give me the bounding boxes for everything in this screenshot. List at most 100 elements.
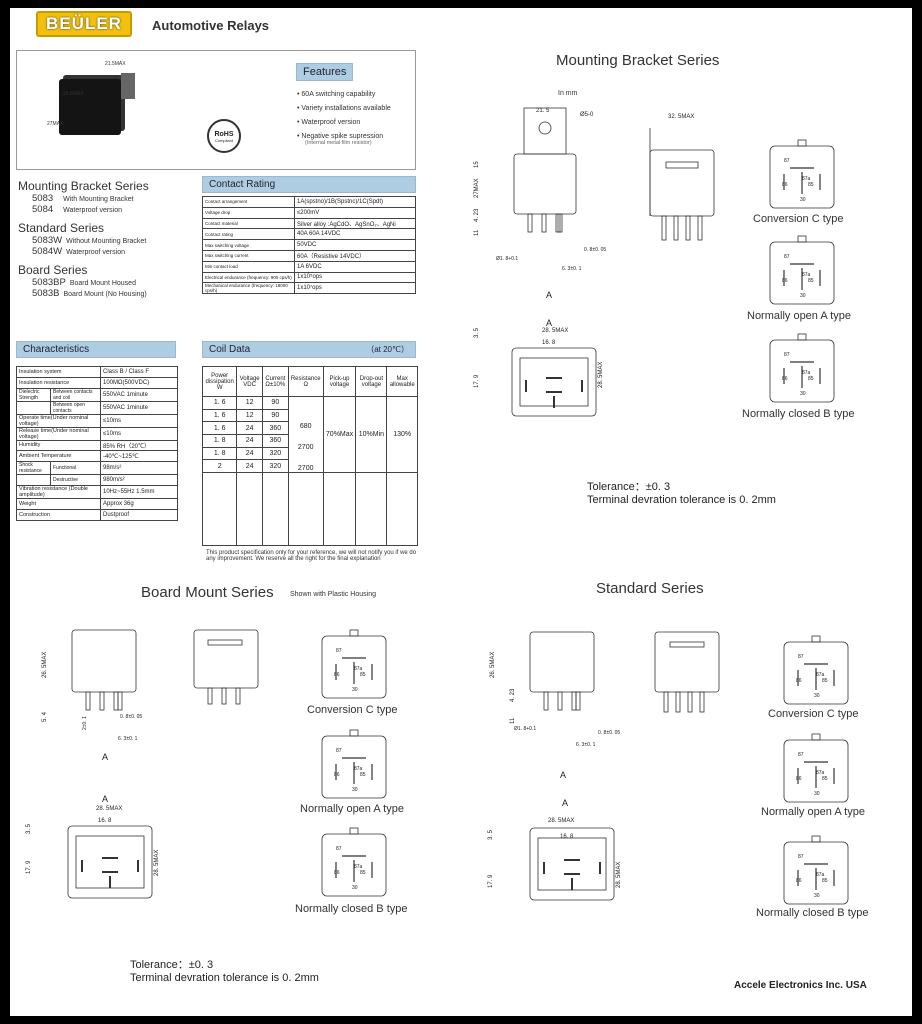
dimension-label: 3. 5	[488, 829, 494, 840]
table-cell: 50VDC	[294, 239, 416, 251]
label-area	[207, 639, 243, 646]
relay-photo	[59, 79, 121, 135]
pin-label: 85	[808, 376, 814, 382]
normally-closed-b-label: Normally closed B type	[742, 408, 855, 420]
table-cell: Shock resistance	[16, 461, 51, 476]
dimension-label: A	[546, 318, 552, 328]
column-header: Current Ω±10%	[261, 366, 289, 397]
column-header: Max allowable	[386, 366, 418, 397]
pin-label: 86	[334, 772, 340, 778]
pin-label: 85	[822, 678, 828, 684]
characteristics-heading: Characteristics	[16, 341, 176, 358]
series-heading: Standard Series	[18, 221, 105, 235]
brand-logo: BEÜLER	[36, 11, 132, 37]
feature-box: 21.5MAX 28.5MAX 27MAX Features 60A switc…	[16, 50, 416, 170]
dimension-label: 16. 8	[542, 340, 556, 346]
coil-symbol	[797, 235, 807, 243]
feature-item: 60A switching capability	[297, 91, 415, 98]
part-number: 5083B	[32, 288, 60, 299]
coil-symbol	[797, 139, 807, 147]
pin-label: 87	[336, 648, 342, 654]
coil-symbol	[349, 729, 359, 737]
dimension-label: 16. 8	[560, 834, 574, 840]
pin-label: 87	[798, 654, 804, 660]
standard-section-title: Standard Series	[596, 580, 704, 597]
dropout-cell: 10%Min	[355, 396, 388, 473]
dimension-label: 17. 9	[26, 860, 32, 874]
pin-label: 30	[352, 885, 358, 891]
dimension-label: 0. 8±0. 05	[584, 247, 606, 253]
pin-label: 30	[800, 197, 806, 203]
dimension-label: 5. 4	[42, 711, 48, 722]
coil-temp: （at 20℃）	[366, 345, 409, 354]
dimension-label: 28. 5MAX	[616, 862, 622, 888]
dimension-label: Ø1. 8+0.1	[514, 726, 536, 732]
dimension-label: 11	[510, 717, 516, 724]
table-cell	[287, 472, 324, 546]
dimension-label: 32. 5MAX	[668, 114, 694, 120]
pin-label: 87a	[802, 272, 811, 278]
terminal-pin	[117, 691, 123, 711]
relay-front-view	[71, 629, 137, 693]
dimension-label: 4. 23	[510, 688, 516, 702]
table-cell: 10Hz~55Hz 1.5mm	[100, 484, 178, 499]
dimension-label: 26. 5MAX	[42, 652, 48, 678]
dimension-label: 15	[474, 161, 480, 168]
datasheet-page: BEÜLER Automotive Relays 21.5MAX 28.5MAX…	[10, 8, 912, 1016]
normally-closed-b-label: Normally closed B type	[756, 907, 869, 919]
tolerance-text: Tolerance：±0. 3	[130, 959, 214, 971]
part-desc: Board Mount (No Housing)	[63, 291, 147, 298]
features-list: 60A switching capability Variety install…	[297, 91, 415, 146]
pin-label: 87a	[802, 370, 811, 376]
terminal-pin	[543, 691, 549, 711]
feature-item: Variety installations available	[297, 105, 415, 112]
dimension-label: 4. 23	[474, 208, 480, 222]
pin-label: 30	[352, 787, 358, 793]
relay-front-view	[529, 631, 595, 693]
terminal-pin	[85, 691, 91, 711]
normally-closed-b-label: Normally closed B type	[295, 903, 408, 915]
pin-label: 85	[360, 672, 366, 678]
table-row: Release time(Under nominal voltage)≤10ms	[16, 426, 178, 441]
dimension-label: A	[102, 794, 108, 804]
feature-sub: (Internal metal film resistor)	[305, 140, 372, 146]
unit-label: In mm	[558, 90, 578, 97]
terminal-pin	[207, 687, 213, 705]
pin-label: 87	[784, 352, 790, 358]
column-header: Drop-out voltage	[355, 366, 388, 397]
terminal-pin	[687, 691, 693, 713]
column-header: Resistance Ω	[287, 366, 324, 397]
disclaimer-note: This product specification only for your…	[206, 550, 417, 562]
contact-rating-heading: Contact Rating	[202, 176, 416, 193]
dimension-label: 28. 5MAX	[542, 328, 568, 334]
conversion-c-label: Conversion C type	[768, 708, 859, 720]
terminal-tolerance-text: Terminal devration tolerance is 0. 2mm	[587, 494, 776, 506]
pin-label: 87a	[816, 770, 825, 776]
coil-symbol	[811, 733, 821, 741]
terminal-pin	[557, 213, 563, 233]
dimension-label: 27MAX	[474, 178, 480, 198]
pin-label: 30	[800, 293, 806, 299]
dimension-label: 11	[474, 229, 480, 236]
conversion-c-label: Conversion C type	[753, 213, 844, 225]
table-cell: 1x10⁷ops	[294, 282, 416, 295]
label-area	[669, 641, 705, 648]
feature-text: Negative spike supression	[301, 133, 384, 140]
pin-label: 85	[822, 878, 828, 884]
table-cell: 98m/s²	[100, 461, 178, 476]
table-cell: Release time(Under nominal voltage)	[16, 426, 101, 441]
part-desc: Board Mount Housed	[69, 280, 136, 287]
table-cell	[201, 472, 238, 546]
terminal-pin	[575, 691, 581, 711]
